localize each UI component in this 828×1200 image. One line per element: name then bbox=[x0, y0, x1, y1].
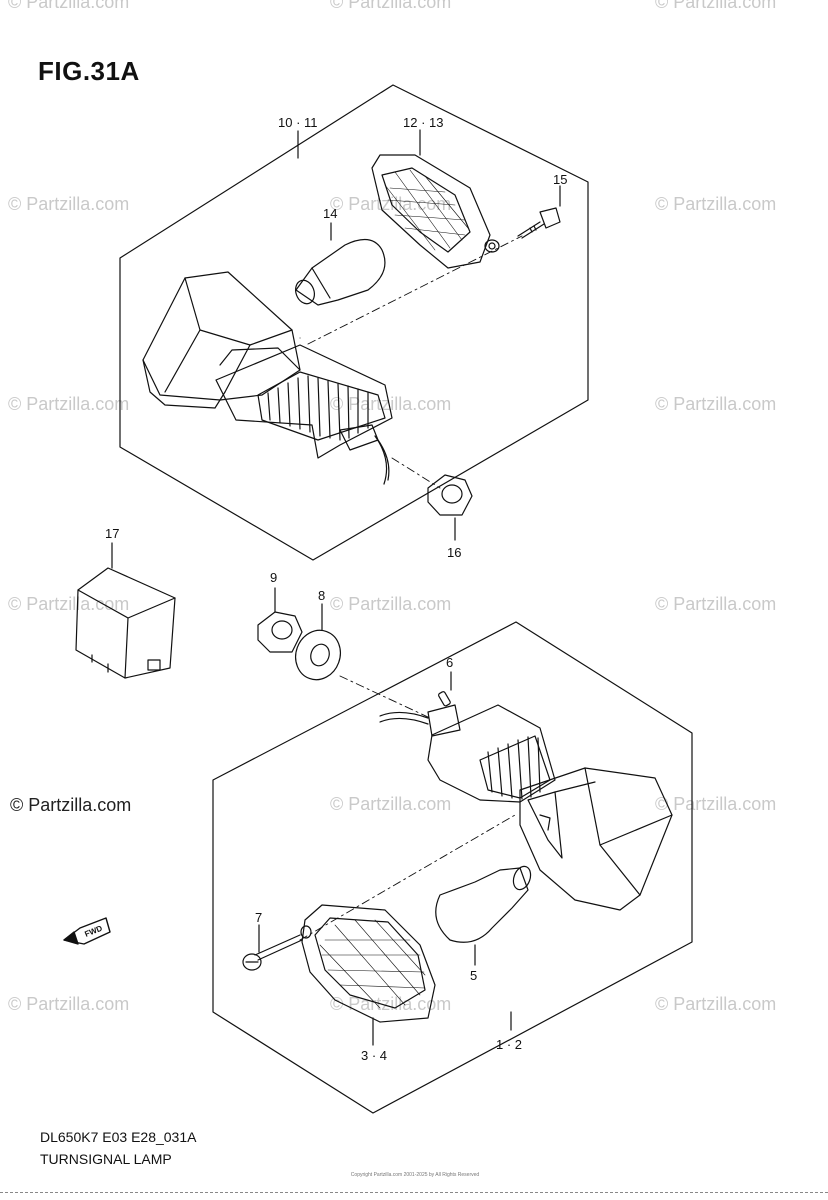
watermark: © Partzilla.com bbox=[8, 194, 130, 214]
nut-16 bbox=[427, 474, 473, 516]
lens-3-4 bbox=[300, 904, 436, 1023]
partzilla-watermark: © Partzilla.com bbox=[10, 795, 132, 815]
watermark: © Partzilla.com bbox=[330, 0, 452, 12]
callout-7: 7 bbox=[255, 910, 263, 925]
watermark: © Partzilla.com bbox=[655, 394, 777, 414]
watermark: © Partzilla.com bbox=[330, 594, 452, 614]
watermark: © Partzilla.com bbox=[330, 794, 452, 814]
watermark: © Partzilla.com bbox=[8, 594, 130, 614]
callout-16: 16 bbox=[447, 545, 462, 560]
pin-6 bbox=[438, 691, 451, 707]
lower-assembly-box bbox=[212, 621, 693, 1114]
upper-lamp-stem bbox=[215, 344, 393, 485]
callout-3-4: 3 · 4 bbox=[361, 1048, 388, 1063]
watermark: © Partzilla.com bbox=[330, 194, 452, 214]
watermark: © Partzilla.com bbox=[8, 394, 130, 414]
copyright-notice: Copyright Partzilla.com 2001-2025 by All… bbox=[350, 1172, 480, 1178]
lens-12-13 bbox=[371, 154, 500, 269]
lower-lamp-housing bbox=[519, 767, 673, 911]
callout-9: 9 bbox=[270, 570, 278, 585]
callout-15: 15 bbox=[553, 172, 568, 187]
bulb-14 bbox=[294, 239, 386, 306]
bulb-5 bbox=[435, 865, 532, 943]
washer-8 bbox=[295, 629, 341, 681]
watermark: © Partzilla.com bbox=[330, 994, 452, 1014]
watermark: © Partzilla.com bbox=[8, 0, 130, 12]
watermark: © Partzilla.com bbox=[655, 0, 777, 12]
fwd-arrow-icon bbox=[63, 917, 111, 945]
callout-14: 14 bbox=[323, 206, 338, 221]
callout-17: 17 bbox=[105, 526, 120, 541]
watermark: © Partzilla.com bbox=[655, 994, 777, 1014]
figure-title: FIG.31A bbox=[38, 56, 140, 86]
diagram-name: TURNSIGNAL LAMP bbox=[40, 1151, 172, 1167]
callout-5: 5 bbox=[470, 968, 478, 983]
callout-1-2: 1 · 2 bbox=[496, 1037, 523, 1052]
watermark: © Partzilla.com bbox=[655, 594, 777, 614]
watermark: © Partzilla.com bbox=[655, 194, 777, 214]
bottom-divider bbox=[0, 1192, 828, 1193]
callout-10-11: 10 · 11 bbox=[278, 115, 318, 130]
upper-assembly-box bbox=[119, 84, 589, 561]
callout-8: 8 bbox=[318, 588, 326, 603]
screw-15 bbox=[517, 207, 561, 239]
watermark: © Partzilla.com bbox=[330, 394, 452, 414]
screw-7 bbox=[242, 934, 303, 971]
callout-12-13: 12 · 13 bbox=[403, 115, 444, 130]
callout-6: 6 bbox=[446, 655, 454, 670]
watermark: © Partzilla.com bbox=[655, 794, 777, 814]
relay-17 bbox=[75, 567, 176, 679]
nut-9 bbox=[257, 611, 303, 653]
upper-lamp-housing bbox=[142, 271, 301, 409]
diagram-code: DL650K7 E03 E28_031A bbox=[40, 1129, 197, 1145]
watermark: © Partzilla.com bbox=[8, 994, 130, 1014]
